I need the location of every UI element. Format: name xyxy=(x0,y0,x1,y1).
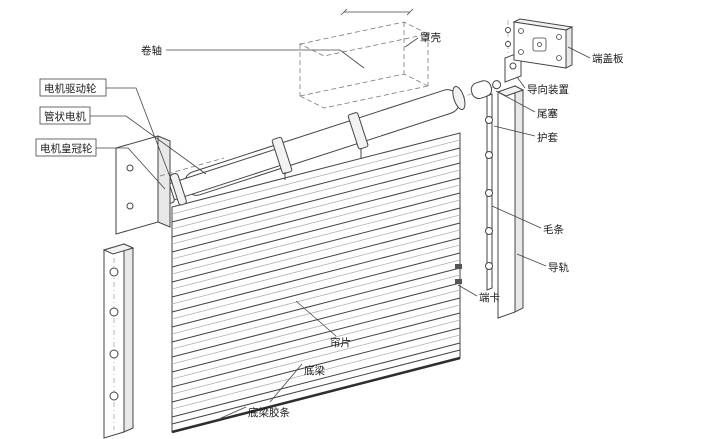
strip-screw xyxy=(485,262,493,270)
right-guide-rail xyxy=(496,85,525,319)
sheath-strip xyxy=(485,93,493,291)
label-roller-shaft: 卷轴 xyxy=(141,44,162,57)
rail-bolt xyxy=(109,349,119,359)
leader-housing xyxy=(404,37,419,48)
end-clip-part xyxy=(455,264,462,269)
leader-tubular-motor xyxy=(90,115,207,175)
label-end-cover-plate: 端盖板 xyxy=(592,52,624,65)
label-guide-rail: 导轨 xyxy=(548,261,569,274)
end-cover-plate-part xyxy=(505,18,574,69)
leader-sheath xyxy=(493,125,536,137)
rail-bolt xyxy=(109,267,119,277)
leader-lines xyxy=(90,37,591,419)
leader-brush-strip xyxy=(491,205,542,229)
label-tail-plug: 尾塞 xyxy=(537,107,558,120)
curtain-slat-shading xyxy=(171,139,461,410)
cover-screw xyxy=(505,27,511,33)
label-tubular-motor: 管状电机 xyxy=(44,110,86,123)
leader-guide-device xyxy=(516,76,526,89)
leader-motor-crown-wheel xyxy=(96,147,166,190)
left-guide-rail xyxy=(102,243,135,439)
leader-roller-shaft xyxy=(166,49,365,69)
leader-bottom-beam xyxy=(269,363,303,403)
bottom-beam-rubber-strip xyxy=(171,356,461,434)
label-sheath: 护套 xyxy=(537,131,558,144)
strip-screw xyxy=(485,151,493,159)
shaft-end-cap xyxy=(452,85,466,111)
rail-bolt xyxy=(109,307,119,317)
dimension-line xyxy=(340,8,414,16)
end-clip-part xyxy=(455,279,462,284)
label-bottom-beam: 底梁 xyxy=(304,364,325,377)
tail-plug-pin xyxy=(492,80,502,90)
left-bracket-plate xyxy=(115,135,225,235)
tail-plug-part xyxy=(470,80,493,100)
motor-drive-wheel-part xyxy=(169,172,187,206)
shaft-collar-ring xyxy=(271,136,293,175)
label-brush-strip: 毛条 xyxy=(543,223,564,236)
label-curtain-slat: 帘片 xyxy=(330,336,351,349)
shaft-collar-ring xyxy=(347,112,369,150)
leader-guide-rail xyxy=(516,253,547,267)
label-motor-drive-wheel: 电机驱动轮 xyxy=(44,82,97,95)
label-guide-device: 导向装置 xyxy=(527,83,569,96)
cover-screw xyxy=(505,41,511,47)
leader-motor-drive-wheel xyxy=(106,87,173,183)
label-end-clip: 端卡 xyxy=(479,291,500,304)
strip-screw xyxy=(485,227,493,235)
curtain xyxy=(171,132,462,434)
strip-screw xyxy=(485,116,493,124)
housing-dashed-outline xyxy=(298,21,430,109)
leader-end-clip xyxy=(457,284,478,297)
leader-bottom-beam-rubber xyxy=(220,406,247,419)
rail-bolt xyxy=(109,391,119,401)
leader-tail-plug xyxy=(495,90,536,113)
curtain-slats xyxy=(171,147,461,425)
label-motor-crown-wheel: 电机皇冠轮 xyxy=(40,142,93,155)
leader-curtain-slat xyxy=(295,300,337,337)
label-housing: 罩壳 xyxy=(420,31,441,44)
label-boxes xyxy=(35,78,107,157)
strip-screw xyxy=(485,189,493,197)
leader-end-cover-plate xyxy=(567,46,591,59)
label-bottom-beam-rubber: 底梁胶条 xyxy=(248,406,290,419)
